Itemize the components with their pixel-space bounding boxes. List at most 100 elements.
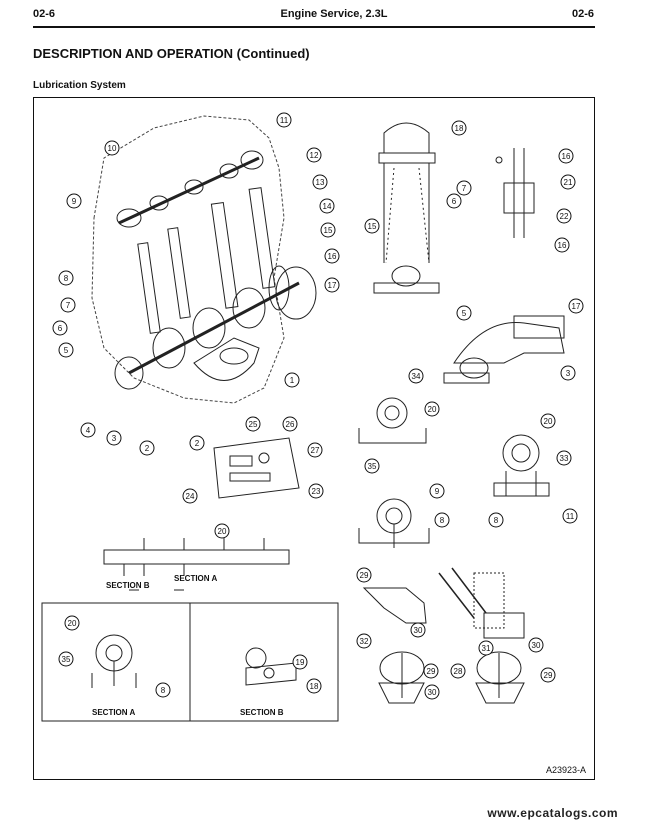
callout-circle — [282, 416, 298, 432]
callout-circle — [189, 435, 205, 451]
callout-circle — [478, 640, 494, 656]
callout-number: 2 — [145, 444, 150, 453]
rocker-arm-detail — [443, 315, 565, 384]
section-a-label: SECTION A — [174, 574, 217, 583]
callout-number: 7 — [66, 301, 71, 310]
callout-circle — [556, 450, 572, 466]
callout-circle — [456, 180, 472, 196]
callout-number: 35 — [368, 462, 377, 471]
callout-number: 29 — [360, 571, 369, 580]
inset-section-b — [189, 602, 339, 722]
callout-circle — [488, 512, 504, 528]
callout-circle — [408, 368, 424, 384]
main-bearing-detail — [493, 434, 550, 497]
page-number-right: 02-6 — [571, 8, 594, 20]
callout-number: 11 — [280, 116, 289, 125]
callout-number: 21 — [564, 178, 573, 187]
lash-adjuster-detail — [495, 148, 535, 238]
callout-number: 4 — [86, 426, 91, 435]
callout-number: 8 — [440, 516, 445, 525]
callout-number: 33 — [560, 454, 569, 463]
callout-number: 32 — [360, 637, 369, 646]
cylinder-block-detail — [213, 437, 300, 499]
callout-number: 20 — [428, 405, 437, 414]
callout-number: 6 — [58, 324, 63, 333]
callout-number: 20 — [68, 619, 77, 628]
callout-circle — [139, 440, 155, 456]
callout-circle — [306, 678, 322, 694]
callout-circle — [324, 277, 340, 293]
section-title: DESCRIPTION AND OPERATION (Continued) — [33, 46, 310, 61]
callout-circle — [528, 637, 544, 653]
callout-circle — [434, 512, 450, 528]
callout-number: 26 — [286, 420, 295, 429]
callout-circle — [245, 416, 261, 432]
callout-circle — [58, 342, 74, 358]
callout-number: 16 — [328, 252, 337, 261]
callout-number: 20 — [218, 527, 227, 536]
callout-circle — [80, 422, 96, 438]
callout-number: 17 — [328, 281, 337, 290]
callout-circle — [451, 120, 467, 136]
callout-circle — [456, 305, 472, 321]
callout-number: 17 — [572, 302, 581, 311]
piston-rod-detail-left — [378, 651, 425, 704]
watermark: www.epcatalogs.com — [487, 806, 618, 820]
callout-number: 25 — [249, 420, 258, 429]
callout-number: 9 — [435, 487, 440, 496]
callout-circle — [58, 651, 74, 667]
callout-circle — [558, 148, 574, 164]
figure-caption: Lubrication System — [33, 80, 126, 91]
callout-number: 18 — [455, 124, 464, 133]
callout-circle — [104, 140, 120, 156]
callout-circle — [540, 667, 556, 683]
callout-circle — [214, 523, 230, 539]
callout-number: 3 — [566, 369, 571, 378]
callout-number: 10 — [108, 144, 117, 153]
inset-b-title: SECTION B — [240, 708, 284, 717]
callout-number: 8 — [494, 516, 499, 525]
inset-a-title: SECTION A — [92, 708, 135, 717]
callout-number: 1 — [290, 376, 295, 385]
callout-number: 6 — [452, 197, 457, 206]
valve-lifter-detail — [373, 122, 440, 294]
callout-number: 7 — [462, 184, 467, 193]
camshaft-journal-detail — [358, 397, 427, 444]
inset-section-b-illustration — [245, 647, 297, 686]
callout-number: 3 — [112, 434, 117, 443]
callout-number: 8 — [64, 274, 69, 283]
callout-circle — [554, 237, 570, 253]
callout-number: 5 — [64, 346, 69, 355]
callout-circle — [424, 684, 440, 700]
figure-id: A23923-A — [545, 765, 586, 775]
callout-circle — [312, 174, 328, 190]
callout-number: 29 — [427, 667, 436, 676]
callout-circle — [60, 297, 76, 313]
section-b-label: SECTION B — [106, 581, 150, 590]
callout-circle — [364, 458, 380, 474]
callout-number: 29 — [544, 671, 553, 680]
callout-circle — [307, 442, 323, 458]
lubrication-diagram: SECTION B SECTION A SECTION A SECTION B … — [41, 112, 584, 722]
callout-number: 30 — [532, 641, 541, 650]
callout-number: 15 — [368, 222, 377, 231]
callout-circle — [308, 483, 324, 499]
callout-circle — [424, 401, 440, 417]
callout-circle — [182, 488, 198, 504]
callout-circle — [106, 430, 122, 446]
callout-number: 23 — [312, 487, 321, 496]
inset-section-a-illustration — [91, 634, 137, 688]
callout-number: 14 — [323, 202, 332, 211]
header-rule — [33, 26, 595, 28]
piston-rod-detail-right — [475, 651, 525, 704]
callout-circle — [66, 193, 82, 209]
callout-number: 5 — [462, 309, 467, 318]
callout-number: 28 — [454, 667, 463, 676]
callout-circle — [356, 567, 372, 583]
callout-circle — [58, 270, 74, 286]
callout-circle — [320, 222, 336, 238]
callout-number: 30 — [414, 626, 423, 635]
callout-number: 8 — [161, 686, 166, 695]
callout-circle — [276, 112, 292, 128]
callout-circle — [568, 298, 584, 314]
